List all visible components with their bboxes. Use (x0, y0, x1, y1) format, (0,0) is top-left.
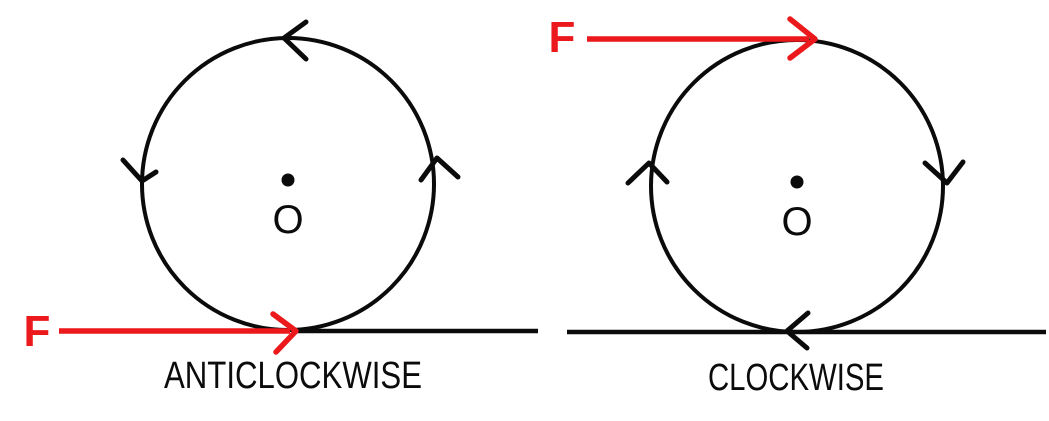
anticlockwise-panel: O F ANTICLOCKWISE (24, 19, 538, 397)
force-arrowhead (270, 311, 299, 355)
center-label: O (272, 198, 303, 242)
center-label: O (781, 200, 812, 244)
center-dot (281, 173, 295, 187)
rotation-arrowhead-right (922, 159, 966, 186)
center-dot (790, 175, 804, 189)
rotation-arrowhead-left (625, 160, 670, 186)
force-label: F (24, 307, 51, 356)
force-label: F (549, 13, 576, 62)
rotation-arrowhead-top (281, 19, 309, 62)
panel-caption: ANTICLOCKWISE (164, 355, 422, 397)
force-arrowhead (787, 16, 818, 61)
panel-caption: CLOCKWISE (708, 357, 884, 399)
rotation-arrowhead-right (418, 155, 461, 183)
clockwise-panel: O F CLOCKWISE (549, 13, 1046, 399)
rotation-arrowhead-left (120, 157, 159, 184)
